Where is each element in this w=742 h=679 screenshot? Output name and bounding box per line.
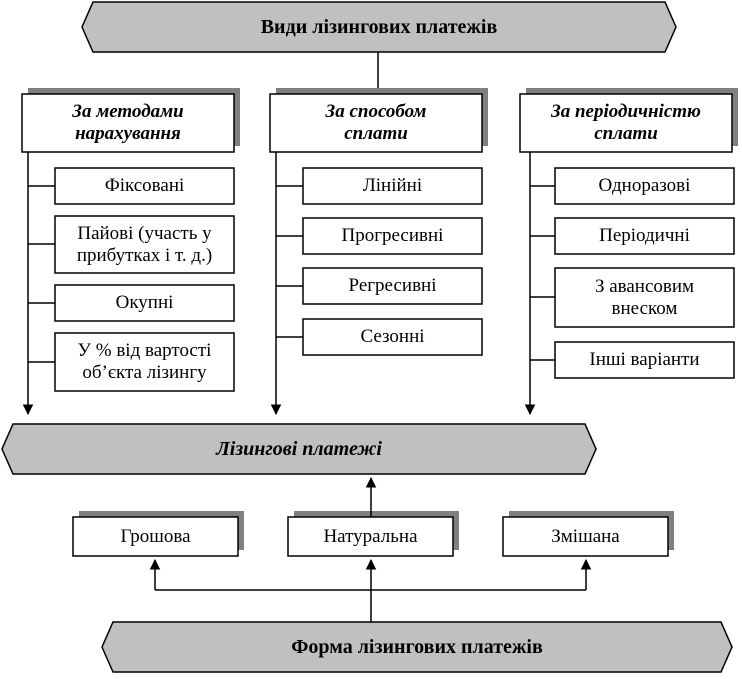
bottom-banner-label: Форма лізингових платежів (291, 636, 543, 658)
top-banner (81, 1, 677, 53)
item-line: об’єкта лізингу (82, 362, 207, 383)
item-box-other (554, 341, 735, 379)
form-box-in-kind (287, 516, 454, 557)
category-header-box-2 (269, 93, 483, 153)
category-header-payment-periodicity: За періодичністю сплати (520, 94, 732, 152)
category-header-line: За періодичністю (551, 101, 701, 122)
item-line: внеском (611, 297, 678, 319)
item-line: Пайові (участь у (77, 222, 212, 244)
item-box-linear (302, 167, 483, 205)
category-header-calculation-method: За методами нарахування (22, 94, 234, 152)
bottom-banner (101, 621, 733, 673)
item-box-periodic (554, 217, 735, 255)
category-header-line: За методами (72, 101, 184, 122)
item-percent-of-value: У % від вартості об’єкта лізингу (55, 333, 234, 391)
item-box-advance (554, 267, 735, 328)
form-box-monetary (72, 516, 239, 557)
form-in-kind: Натуральна (323, 525, 418, 547)
category-header-line: нарахування (75, 123, 181, 144)
item-fixed: Фіксовані (104, 175, 185, 196)
form-monetary: Грошова (120, 525, 191, 547)
top-banner-label: Види лізингових платежів (260, 16, 498, 38)
item-with-advance: З авансовим внеском (555, 268, 734, 327)
category-header-payment-method: За способом сплати (270, 94, 482, 152)
center-banner-label: Лізингові платежі (216, 438, 382, 460)
item-box-progressive (302, 217, 483, 255)
item-box-fixed (54, 167, 235, 205)
category-header-line: сплати (594, 123, 658, 144)
item-linear: Лінійні (362, 175, 423, 196)
item-other-options: Інші варіанти (589, 349, 700, 370)
form-box-mixed (502, 516, 669, 557)
item-one-time: Одноразові (598, 175, 691, 196)
item-line: прибутках і т. д.) (76, 244, 213, 266)
category-header-box-3 (519, 93, 733, 153)
item-line: З авансовим (594, 275, 695, 297)
category-header-line: сплати (344, 123, 408, 144)
item-line: У % від вартості (77, 340, 212, 361)
item-box-payback (54, 284, 235, 322)
item-payback: Окупні (115, 292, 174, 313)
item-share: Пайові (участь у прибутках і т. д.) (55, 216, 234, 273)
item-regressive: Регресивні (348, 275, 437, 296)
form-mixed: Змішана (551, 525, 620, 547)
category-header-box-1 (21, 93, 235, 153)
item-periodic: Періодичні (599, 225, 690, 246)
item-progressive: Прогресивні (341, 225, 444, 246)
item-box-percent (54, 332, 235, 392)
item-box-share (54, 215, 235, 274)
category-header-line: За способом (325, 101, 427, 122)
center-banner (1, 423, 597, 475)
item-seasonal: Сезонні (360, 326, 425, 347)
